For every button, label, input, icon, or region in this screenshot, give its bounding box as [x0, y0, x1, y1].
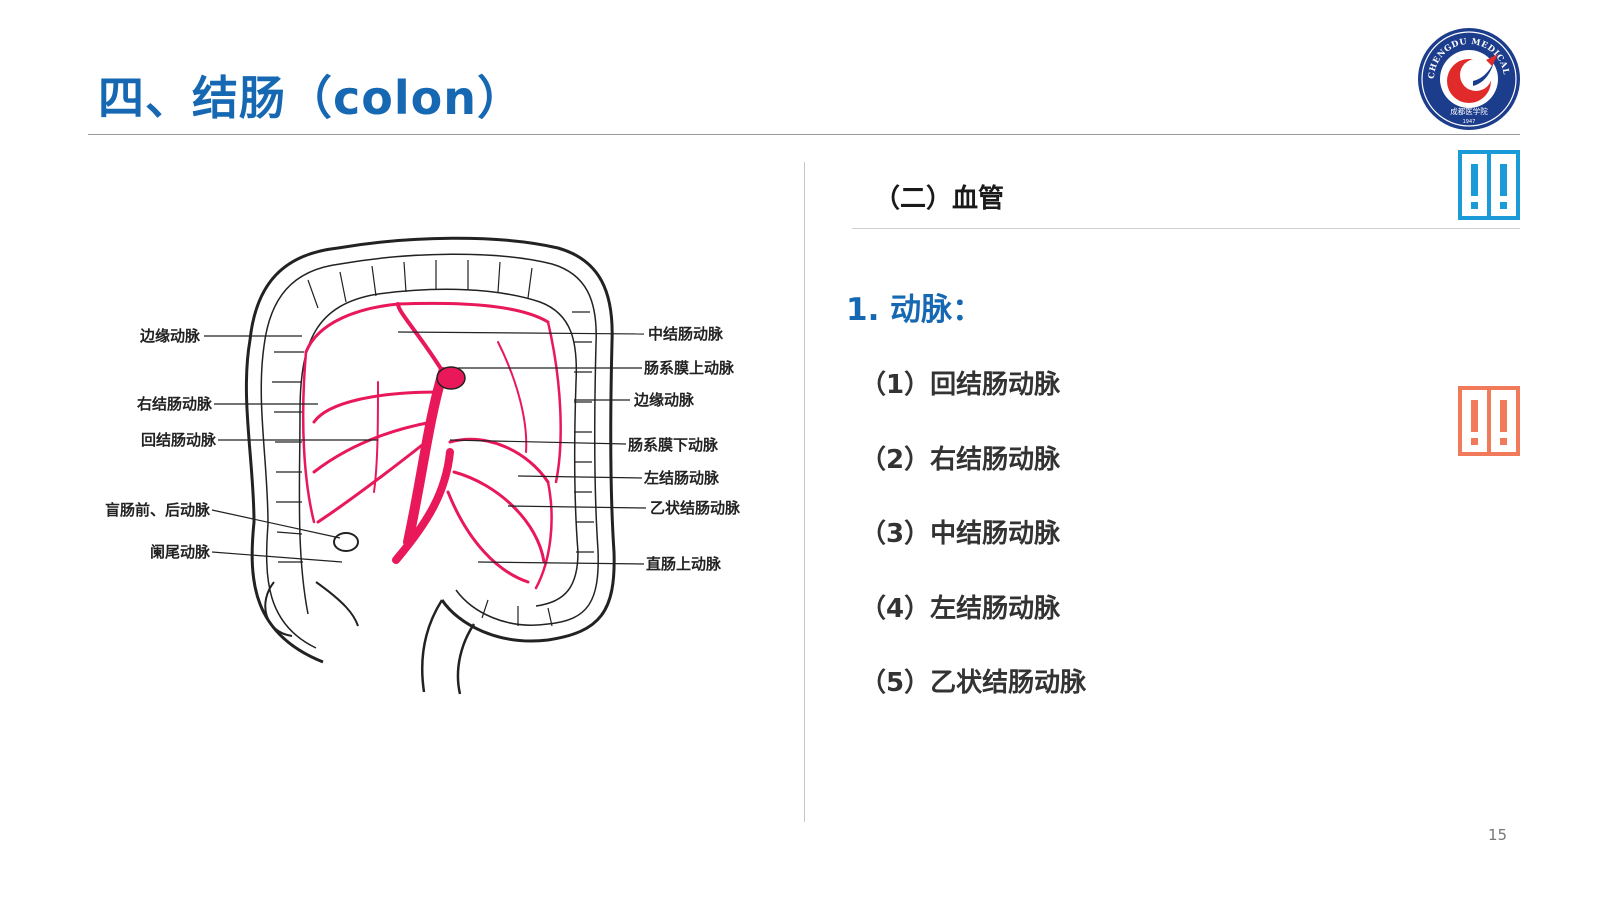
arteries-heading: 1. 动脉： [846, 292, 984, 328]
label-ileocolic-artery: 回结肠动脉 [141, 431, 217, 449]
logo-year: 1947 [1463, 119, 1476, 125]
pause-icon-blue [1458, 150, 1520, 220]
artery-list: （1）回结肠动脉 （2）右结肠动脉 （3）中结肠动脉 （4）左结肠动脉 （5）乙… [860, 364, 1086, 737]
college-logo: CHENGDU MEDICAL COLLEGE 成都医学院 1947 [1412, 18, 1522, 132]
title-divider [88, 134, 1520, 135]
page-number: 15 [1488, 826, 1508, 844]
list-item: （2）右结肠动脉 [860, 444, 1061, 475]
label-cecal-arteries: 盲肠前、后动脉 [105, 501, 211, 519]
slide-title: 四、结肠（colon） [98, 71, 524, 125]
list-item: （3）中结肠动脉 [860, 519, 1061, 549]
list-item: （1）回结肠动脉 [860, 370, 1061, 400]
subsection-heading: （二）血管 [874, 184, 1005, 214]
label-marginal-artery-left: 边缘动脉 [139, 327, 201, 345]
column-divider [804, 162, 805, 822]
label-appendicular-artery: 阑尾动脉 [150, 543, 211, 561]
label-superior-mesenteric-artery: 肠系膜上动脉 [644, 359, 735, 377]
subsection-divider [852, 228, 1520, 229]
label-middle-colic-artery: 中结肠动脉 [648, 325, 724, 343]
list-item: （4）左结肠动脉 [860, 593, 1061, 624]
label-sigmoid-arteries: 乙状结肠动脉 [650, 499, 741, 517]
logo-chinese-name: 成都医学院 [1450, 106, 1488, 116]
list-item: （5）乙状结肠动脉 [860, 668, 1087, 698]
label-right-colic-artery: 右结肠动脉 [137, 395, 213, 413]
pause-icon-orange [1458, 386, 1520, 456]
figure-leader-lines [204, 331, 647, 565]
colon-artery-figure: 边缘动脉 右结肠动脉 回结肠动脉 盲肠前、后动脉 阑尾动脉 中结肠动脉 肠系膜上… [78, 222, 798, 712]
label-superior-rectal-artery: 直肠上动脉 [646, 555, 722, 573]
label-left-colic-artery: 左结肠动脉 [643, 469, 720, 487]
label-marginal-artery-right: 边缘动脉 [633, 391, 695, 409]
label-inferior-mesenteric-artery: 肠系膜下动脉 [628, 436, 719, 454]
colon-illustration [244, 236, 616, 695]
